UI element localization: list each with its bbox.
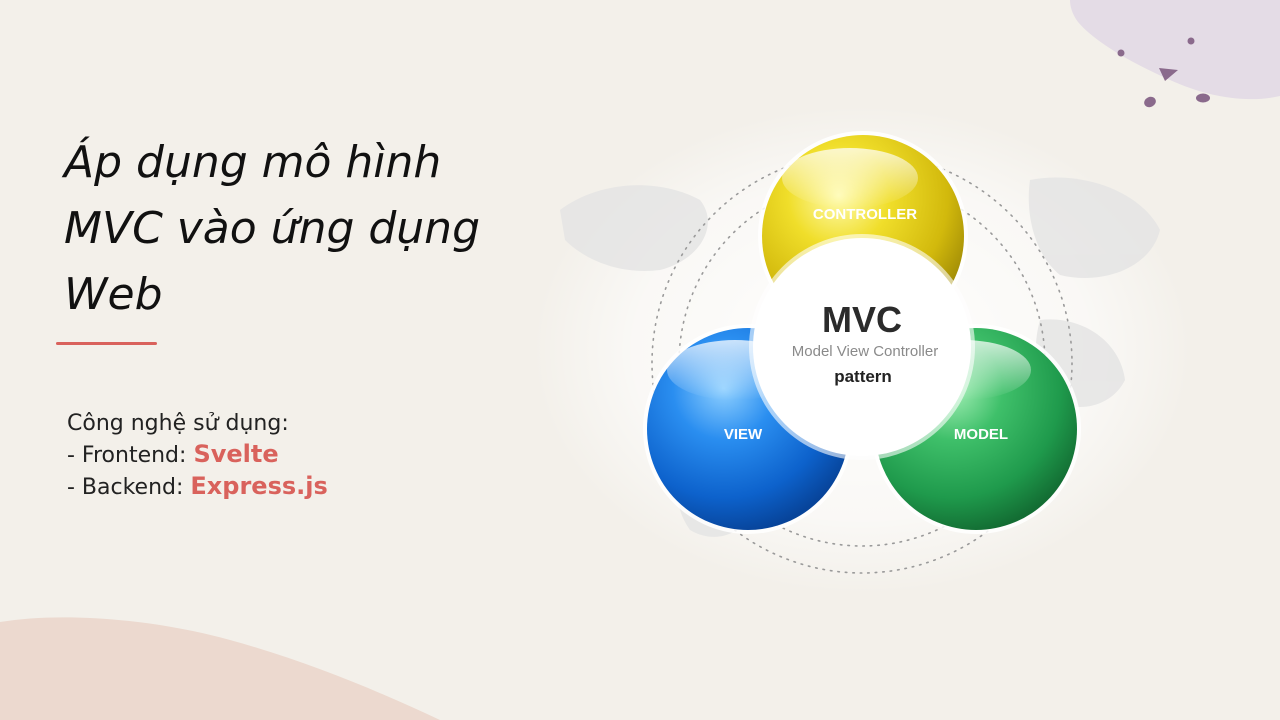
title-line: MVC vào ứng dụng xyxy=(64,203,481,254)
tech-heading: Công nghệ sử dụng: xyxy=(67,411,289,436)
tech-frontend-label: - Frontend: xyxy=(67,443,194,468)
mvc-center-circle xyxy=(753,238,971,456)
title-line: Áp dụng mô hình xyxy=(64,137,442,188)
confetti-triangle xyxy=(1159,68,1178,81)
tech-frontend-value: Svelte xyxy=(193,440,279,468)
confetti-dot xyxy=(1117,49,1125,57)
tech-list: Công nghệ sử dụng: - Frontend: Svelte - … xyxy=(67,409,328,503)
tech-backend-value: Express.js xyxy=(190,472,328,500)
map-landmass xyxy=(1028,177,1160,278)
confetti-dot xyxy=(1144,96,1156,108)
bottom-left-blob xyxy=(0,617,440,720)
tech-backend-label: - Backend: xyxy=(67,475,191,500)
tech-frontend: - Frontend: Svelte xyxy=(67,439,328,471)
confetti-dots xyxy=(1117,37,1210,108)
title-line: Web xyxy=(64,269,163,320)
confetti-dot xyxy=(1196,93,1210,103)
title-underline xyxy=(56,342,157,345)
tech-backend: - Backend: Express.js xyxy=(67,471,328,503)
mvc-center-pattern: pattern xyxy=(834,367,892,386)
top-right-blob xyxy=(1070,0,1280,100)
controller-sphere-shine xyxy=(782,148,918,208)
controller-label: CONTROLLER xyxy=(813,206,917,223)
mvc-center-subtitle: Model View Controller xyxy=(792,343,938,360)
confetti-dot xyxy=(1187,37,1195,45)
mvc-center-title: MVC xyxy=(822,299,902,340)
model-label: MODEL xyxy=(954,426,1008,443)
map-landmass xyxy=(560,185,708,271)
slide-title: Áp dụng mô hình MVC vào ứng dụng Web xyxy=(64,130,564,328)
view-label: VIEW xyxy=(724,426,763,443)
mvc-center: MVC Model View Controller pattern xyxy=(749,234,975,460)
